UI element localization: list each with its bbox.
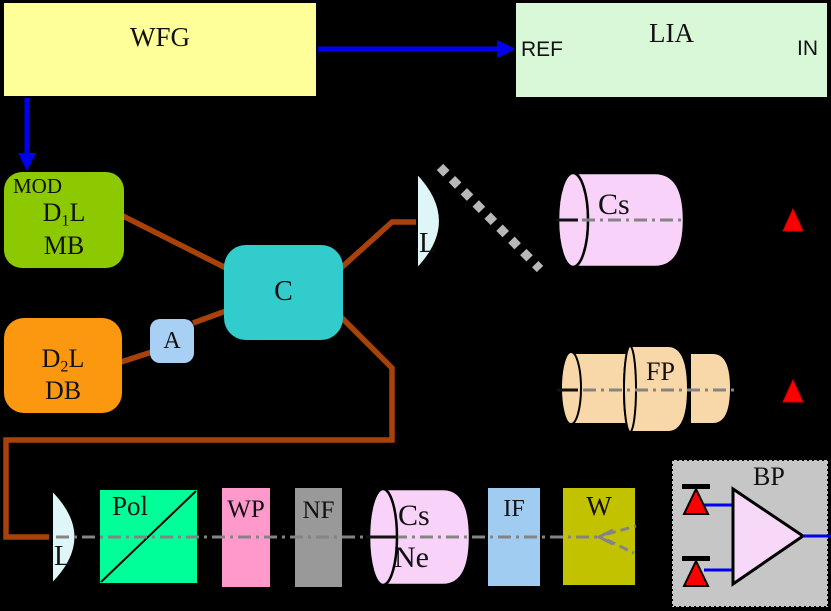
amplifier-triangle [731, 486, 806, 587]
laser2-name-label: D2L [4, 346, 122, 376]
photodiode-bottom-icon [682, 556, 710, 587]
waveplate-label: WP [227, 496, 265, 523]
fiber-mod-to-coupler [121, 213, 228, 271]
laser2-name-pre: D [41, 344, 61, 373]
top-lens-label: L [419, 228, 437, 259]
wfg-to-mod-arrow [18, 97, 36, 171]
wfg-label: WFG [130, 22, 190, 52]
lia-label: LIA [649, 18, 694, 48]
fiber-coupler-to-top-lens [339, 219, 416, 271]
detector-triangle-cs [782, 207, 804, 232]
polarizer-diagonal [100, 490, 197, 583]
laser2-type-label: DB [44, 376, 82, 405]
polarizer-label: Pol [112, 491, 149, 521]
laser2-name-sub: 2 [60, 358, 69, 376]
wfg-to-lia-arrow [318, 40, 516, 58]
laser1-name-label: D1L [4, 200, 124, 230]
lia-in-port-label: IN [797, 37, 818, 60]
fp-left-window [560, 351, 582, 425]
laser2-name-post: L [68, 344, 85, 373]
lia-ref-port-label: REF [521, 38, 563, 61]
csne-cell-label-line2: Ne [394, 541, 429, 574]
coupler-box [224, 245, 343, 340]
bottom-lens-label: L [54, 541, 72, 572]
csne-cell-label-line1: Cs [398, 499, 430, 532]
split-beam-down [606, 538, 635, 555]
bp-label: BP [753, 462, 785, 491]
laser1-name-post: L [69, 198, 86, 227]
fp-cavity [560, 345, 733, 433]
photodiode-top-icon [682, 484, 710, 515]
mod-label: MOD [13, 174, 63, 198]
bp-internals [682, 484, 831, 587]
fiber-aom-to-coupler [192, 308, 227, 326]
fiber-d2l-to-aom [120, 349, 153, 365]
cs-cell-label: Cs [598, 188, 630, 221]
mod-d1-laser-box [4, 172, 124, 268]
d2-laser-box [4, 318, 122, 413]
top-lens [416, 170, 441, 272]
fp-right-tube [689, 352, 733, 425]
laser1-name-pre: D [42, 198, 62, 227]
split-beam-up [606, 524, 637, 536]
laser1-name-sub: 1 [61, 212, 70, 230]
wedge-label: W [586, 491, 612, 521]
wfg-box [2, 1, 318, 98]
dashed-mirror [436, 163, 544, 273]
if-filter-label: IF [503, 496, 525, 522]
coupler-label: C [274, 276, 293, 307]
lia-box [514, 1, 829, 99]
fp-cavity-label: FP [646, 357, 675, 386]
detector-triangle-fp [782, 378, 804, 403]
nf-filter-label: NF [302, 497, 335, 524]
laser1-type-label: MB [43, 231, 85, 260]
aom-label: A [163, 328, 181, 354]
aom-box [150, 319, 194, 363]
fiber-coupler-to-bottom-lens [3, 315, 395, 540]
